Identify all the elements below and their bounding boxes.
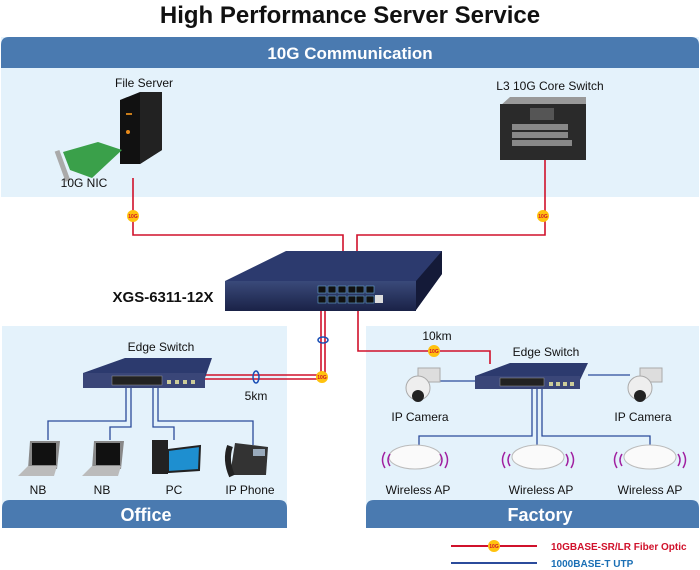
ip-camera-icon [627, 367, 663, 402]
factory-edge-switch-label: Edge Switch [513, 345, 580, 359]
wireless-ap-icon [381, 444, 449, 470]
panel-10g-communication: 10G Communication [1, 37, 699, 197]
camera-label: IP Camera [614, 410, 671, 424]
factory-edge-switch-icon [475, 363, 588, 389]
svg-text:10G: 10G [538, 214, 548, 220]
file-server-icon [120, 92, 162, 164]
client-label-nb: NB [94, 483, 111, 497]
utp-links [47, 374, 651, 447]
legend: 10G 10GBASE-SR/LR Fiber Optic 1000BASE-T… [451, 540, 687, 570]
client-label-nb: NB [30, 483, 47, 497]
office-edge-switch-icon [83, 358, 212, 388]
svg-text:10G: 10G [489, 544, 499, 550]
svg-text:10G: 10G [429, 349, 439, 355]
ip-camera-icon [405, 367, 441, 402]
office-distance-label: 5km [245, 389, 268, 403]
laptop-icon [18, 441, 60, 476]
client-label-ip-phone: IP Phone [225, 483, 274, 497]
nic-card-icon [54, 142, 122, 182]
nic-label: 10G NIC [61, 176, 108, 190]
ap-label: Wireless AP [509, 483, 574, 497]
main-switch-icon [225, 251, 442, 311]
section-header-office: Office [120, 505, 171, 525]
section-header-factory: Factory [507, 505, 572, 525]
ap-label: Wireless AP [618, 483, 683, 497]
diagram-title: High Performance Server Service [160, 2, 540, 29]
file-server-label: File Server [115, 76, 173, 90]
svg-text:10G: 10G [317, 375, 327, 381]
main-switch-label: XGS-6311-12X [113, 289, 214, 306]
desktop-pc-icon [152, 440, 202, 474]
wireless-ap-icon [501, 444, 575, 470]
camera-label: IP Camera [391, 410, 448, 424]
ip-phone-icon [224, 443, 268, 478]
cable-bundle-icon [317, 336, 329, 344]
svg-text:10G: 10G [128, 214, 138, 220]
legend-utp-label: 1000BASE-T UTP [551, 559, 634, 570]
panel-office: Office [2, 326, 287, 528]
legend-fiber-label: 10GBASE-SR/LR Fiber Optic [551, 542, 687, 553]
wireless-ap-icon [613, 444, 687, 470]
core-switch-icon [500, 97, 586, 160]
core-switch-label: L3 10G Core Switch [496, 79, 603, 93]
laptop-icon [82, 441, 124, 476]
ap-label: Wireless AP [386, 483, 451, 497]
factory-distance-label: 10km [422, 329, 451, 343]
cable-bundle-icon [252, 370, 260, 384]
10g-badges: 10G 10G 10G 10G [127, 210, 549, 383]
client-label-pc: PC [166, 483, 183, 497]
office-edge-switch-label: Edge Switch [128, 340, 195, 354]
section-header-10g: 10G Communication [267, 44, 432, 63]
